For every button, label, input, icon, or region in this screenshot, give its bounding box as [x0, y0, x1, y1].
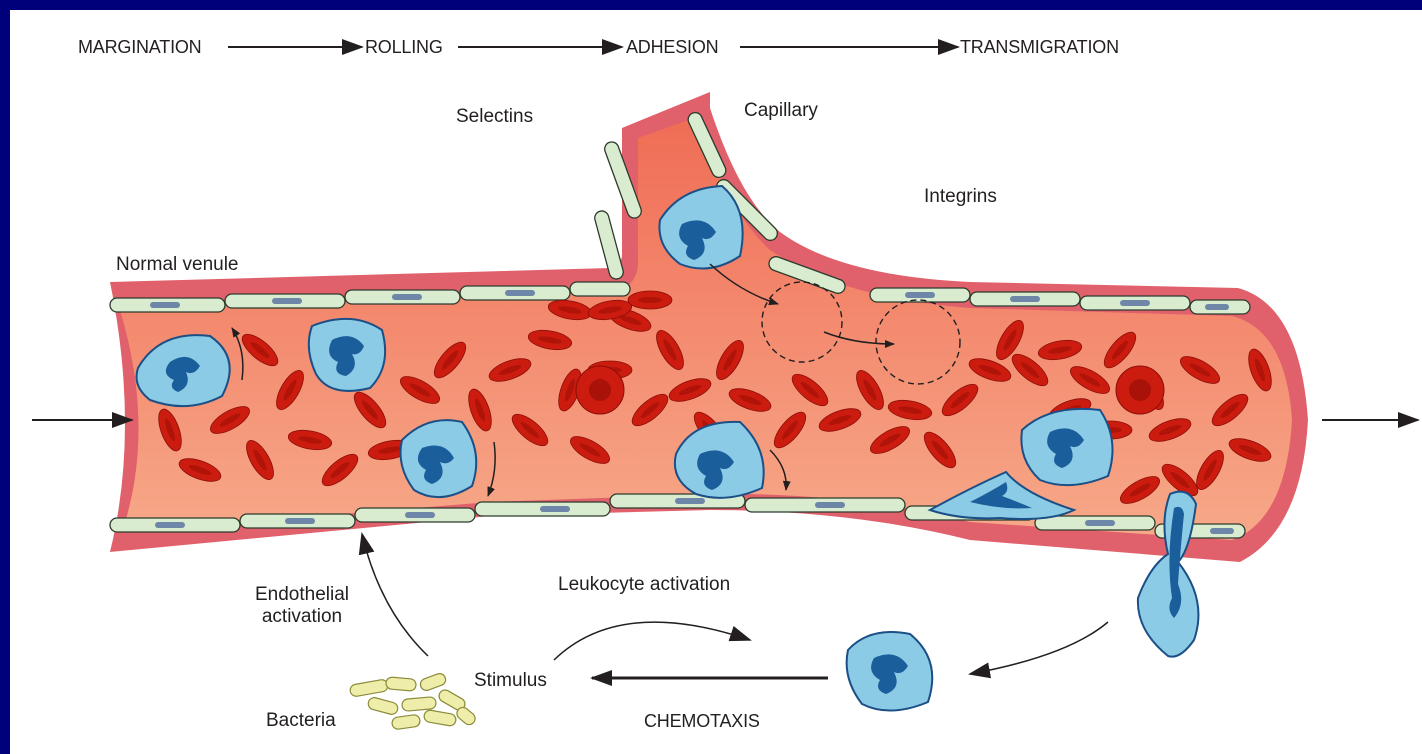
- label-endothelial-activation-line1: Endothelial: [242, 584, 362, 606]
- process-arrows: [362, 534, 1108, 674]
- label-capillary: Capillary: [744, 100, 818, 122]
- leukocyte-right: [1021, 409, 1112, 485]
- red-blood-cell-center: [589, 379, 611, 401]
- label-selectins: Selectins: [456, 106, 533, 128]
- arrow-to-chemotaxis-cell: [970, 622, 1108, 674]
- leukocyte-chemotaxis: [847, 632, 933, 711]
- red-blood-cell-center: [1129, 379, 1151, 401]
- arrow-leukocyte-activation: [554, 622, 750, 660]
- leukocyte-extravasation-diagram: [10, 10, 1422, 754]
- label-endothelial-activation: Endothelial activation: [242, 584, 362, 628]
- label-integrins: Integrins: [924, 186, 997, 208]
- label-normal-venule: Normal venule: [116, 254, 239, 276]
- label-bacteria: Bacteria: [266, 710, 336, 732]
- arrow-endothelial-activation: [362, 534, 428, 656]
- stage-transmigration: TRANSMIGRATION: [960, 36, 1119, 58]
- leukocyte-rolling-1: [309, 319, 385, 391]
- stage-rolling: ROLLING: [365, 36, 443, 58]
- label-endothelial-activation-line2: activation: [242, 606, 362, 628]
- red-blood-cell: [628, 291, 672, 309]
- bacteria-cluster: [349, 672, 477, 730]
- label-chemotaxis: CHEMOTAXIS: [644, 710, 760, 732]
- stage-margination: MARGINATION: [78, 36, 201, 58]
- stage-adhesion: ADHESION: [626, 36, 718, 58]
- leukocyte-rolling-2: [401, 420, 477, 497]
- label-leukocyte-activation: Leukocyte activation: [558, 574, 730, 596]
- diagram-canvas: MARGINATION ROLLING ADHESION TRANSMIGRAT…: [10, 10, 1422, 754]
- label-stimulus: Stimulus: [474, 670, 547, 692]
